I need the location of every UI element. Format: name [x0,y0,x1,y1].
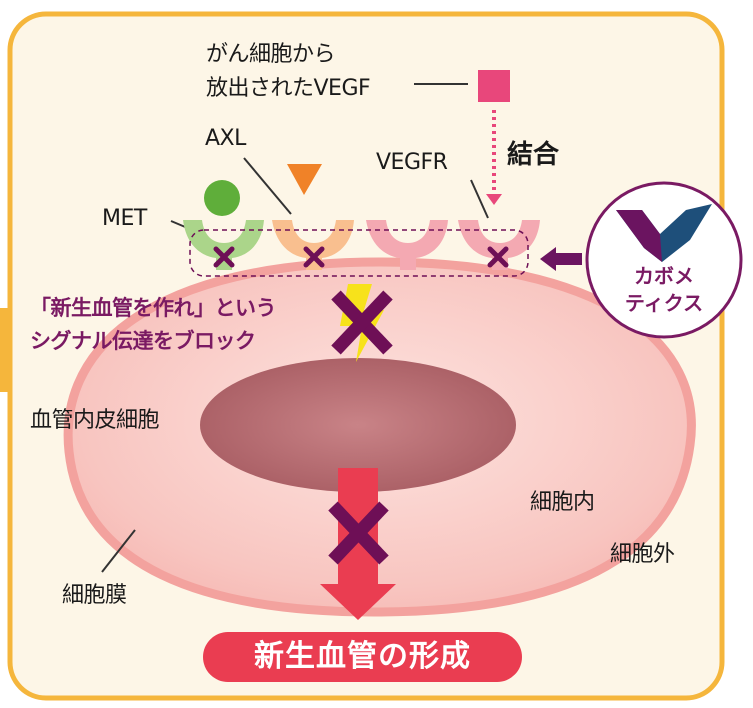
block-marks [213,246,509,268]
drug-name-line1: カボメ [634,264,694,288]
target-box [189,229,529,277]
drug-name-line2: ティクス [624,291,704,315]
vegfr-receptor-2 [458,220,540,270]
vegfr-label: VEGFR [376,150,448,175]
binding-label: 結合 [507,140,560,170]
leader-vegfr [470,179,489,219]
vegfr-receptor-1 [366,220,448,270]
axl-receptor [272,220,354,270]
frame-tab [0,308,12,392]
axl-label: AXL [205,126,246,151]
result-label: 新生血管の形成 [203,632,522,682]
met-label: MET [102,206,147,231]
vegf-label-line1: がん細胞から [206,42,336,67]
axl-ligand [287,164,322,195]
nucleus [200,358,516,492]
vegf-label-line2: 放出されたVEGF [206,76,371,101]
formation-arrow-head [320,584,396,620]
cell-membrane-label: 細胞膜 [62,583,127,608]
formation-block-x [328,501,389,565]
leader-axl [243,157,292,215]
endothelial-cell-label: 血管内皮細胞 [30,408,160,433]
block-label-line2: シグナル伝達をブロック [30,329,256,353]
leader-membrane [101,529,136,573]
met-receptor [183,220,264,270]
block-label-line1: 「新生血管を作れ」という [30,296,277,320]
drug-arrow [540,247,582,271]
drug-icon-accent [616,210,662,262]
met-ligand [204,180,240,216]
intracellular-label: 細胞内 [530,490,595,515]
vegf-ligand [478,70,510,102]
signal-block-x [331,290,393,355]
extracellular-label: 細胞外 [610,542,675,567]
binding-arrowhead [486,194,502,205]
